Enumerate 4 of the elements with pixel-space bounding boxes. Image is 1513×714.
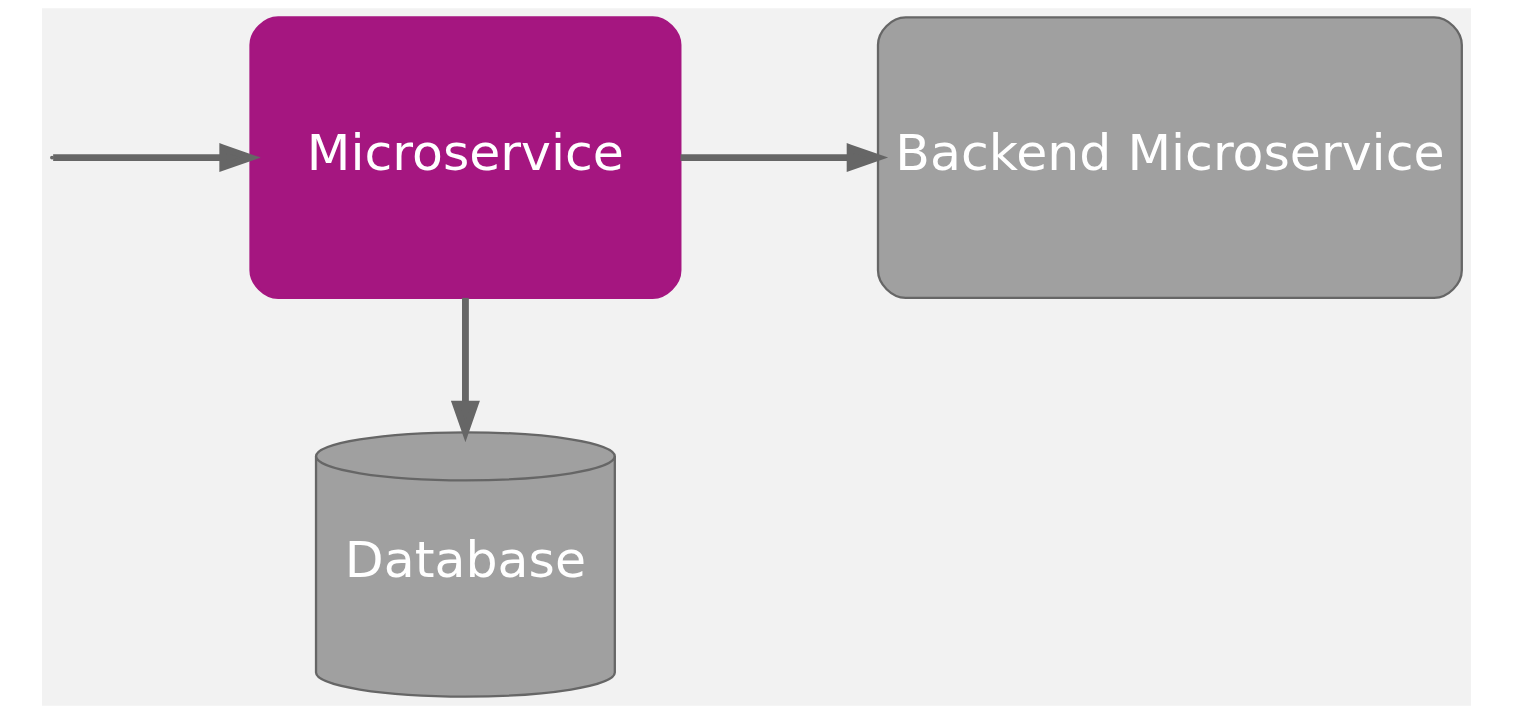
node-box: Backend Microservice [876, 16, 1463, 299]
arrow [680, 143, 889, 173]
node-box: Microservice [249, 16, 682, 299]
arrow [450, 297, 480, 443]
